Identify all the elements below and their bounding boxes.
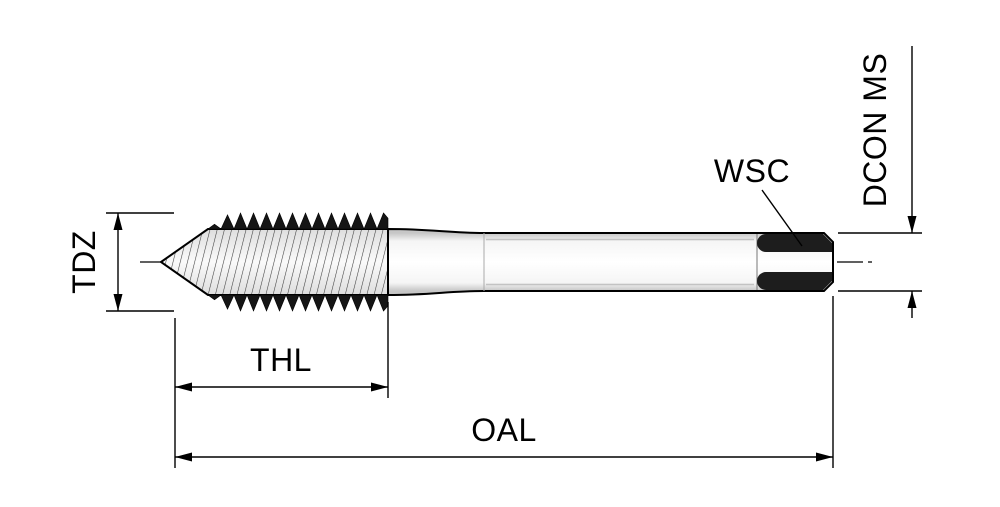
oal-arrow-right: [816, 452, 833, 462]
oal-arrow-left: [175, 452, 192, 462]
dim-oal: [175, 296, 834, 468]
label-oal: OAL: [471, 412, 537, 448]
thread-hatch: [159, 228, 389, 296]
dim-thl: [174, 302, 389, 468]
label-tdz: TDZ: [66, 230, 102, 294]
thread-teeth-bottom: [207, 294, 389, 312]
square-drive-bottom: [757, 272, 832, 290]
square-drive-top: [757, 234, 832, 252]
thl-arrow-right: [371, 382, 388, 392]
tap-shank: [387, 227, 834, 297]
thl-arrow-left: [175, 382, 192, 392]
tdz-arrow-down: [113, 294, 123, 311]
dcon-arrow-up: [907, 291, 917, 308]
tdz-arrow-up: [113, 213, 123, 230]
label-wsc: WSC: [714, 153, 790, 189]
dcon-arrow-down: [907, 216, 917, 233]
wsc-leader-line: [761, 189, 803, 247]
label-dcon-ms: DCON MS: [857, 53, 893, 208]
label-thl: THL: [250, 342, 312, 378]
thread-teeth-top: [207, 212, 389, 230]
